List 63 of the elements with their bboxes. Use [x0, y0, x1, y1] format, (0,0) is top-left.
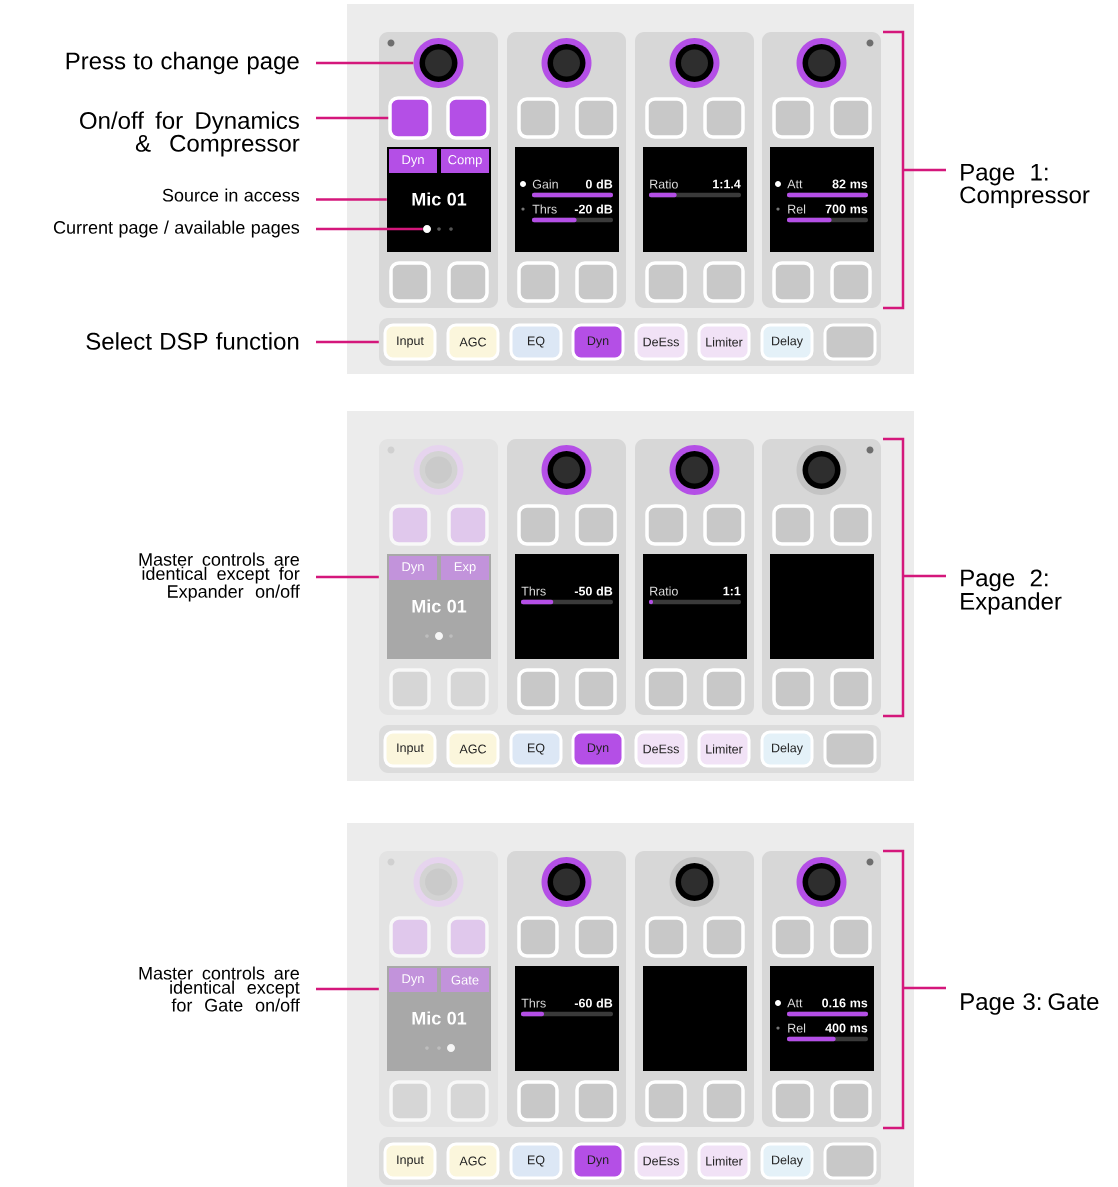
function-button [823, 730, 877, 768]
square-button [388, 96, 432, 140]
page-label: Page 3: Gate [961, 993, 1099, 1015]
display-screen [770, 554, 874, 659]
square-button [446, 96, 490, 140]
function-button: DeEss [634, 730, 688, 768]
function-button: EQ [509, 1142, 563, 1180]
status-tag: Dyn [389, 968, 437, 992]
function-button: EQ [509, 730, 563, 768]
function-button: DeEss [634, 323, 688, 361]
rotary-knob [669, 857, 720, 907]
callout-text: Master controls are identical except for Expander on/off [139, 552, 300, 602]
rotary-knob [796, 445, 847, 495]
page-label: Page 2: Expander [961, 569, 1062, 615]
status-tag: Dyn [389, 556, 437, 580]
rotary-knob [669, 38, 720, 88]
function-button: Input [383, 323, 437, 361]
status-tag: Gate [441, 968, 489, 992]
function-button: AGC [446, 323, 500, 361]
function-button: EQ [509, 323, 563, 361]
display-screen: Att 82 ms Rel 700 ms [770, 147, 874, 252]
page-label: Page 1: Compressor [960, 163, 1090, 209]
function-button: Dyn [571, 730, 625, 768]
rotary-knob [669, 445, 720, 495]
function-button: DeEss [634, 1142, 688, 1180]
function-button: Delay [760, 323, 814, 361]
rotary-knob [541, 445, 592, 495]
display-screen: Thrs -60 dB [515, 966, 619, 1071]
callout-text: Source in access [162, 188, 300, 202]
function-button: Delay [760, 730, 814, 768]
function-button: Dyn [571, 323, 625, 361]
callout-text: Select DSP function [86, 332, 299, 350]
rotary-knob [413, 445, 464, 495]
function-button: Delay [760, 1142, 814, 1180]
function-button: AGC [446, 1142, 500, 1180]
function-button: Input [383, 730, 437, 768]
rotary-knob [413, 38, 464, 88]
display-screen: Ratio 1:1 [643, 554, 747, 659]
status-tag: Comp [441, 149, 489, 173]
function-button: Limiter [697, 1142, 751, 1180]
rotary-knob [796, 857, 847, 907]
callout-text: On/off for Dynamics & Compressor [80, 111, 300, 157]
display-screen [643, 966, 747, 1071]
function-button: Input [383, 1142, 437, 1180]
rotary-knob [413, 857, 464, 907]
status-tag: Exp [441, 556, 489, 580]
callout-text: Master controls are identical except for Gate on/off [139, 966, 300, 1012]
function-button [823, 1142, 877, 1180]
display-screen: Att 0.16 ms Rel 400 ms [770, 966, 874, 1071]
callout-text: Current page / available pages [53, 220, 300, 238]
function-button: Limiter [697, 730, 751, 768]
rotary-knob [796, 38, 847, 88]
callout-text: Press to change page [66, 51, 299, 75]
function-button [823, 323, 877, 361]
display-screen: Gain 0 dB Thrs -20 dB [515, 147, 619, 252]
function-button: AGC [446, 730, 500, 768]
display-screen: Ratio 1:1.4 [643, 147, 747, 252]
rotary-knob [541, 857, 592, 907]
function-button: Limiter [697, 323, 751, 361]
status-tag: Dyn [389, 149, 437, 173]
rotary-knob [541, 38, 592, 88]
display-screen: Thrs -50 dB [515, 554, 619, 659]
function-button: Dyn [571, 1142, 625, 1180]
